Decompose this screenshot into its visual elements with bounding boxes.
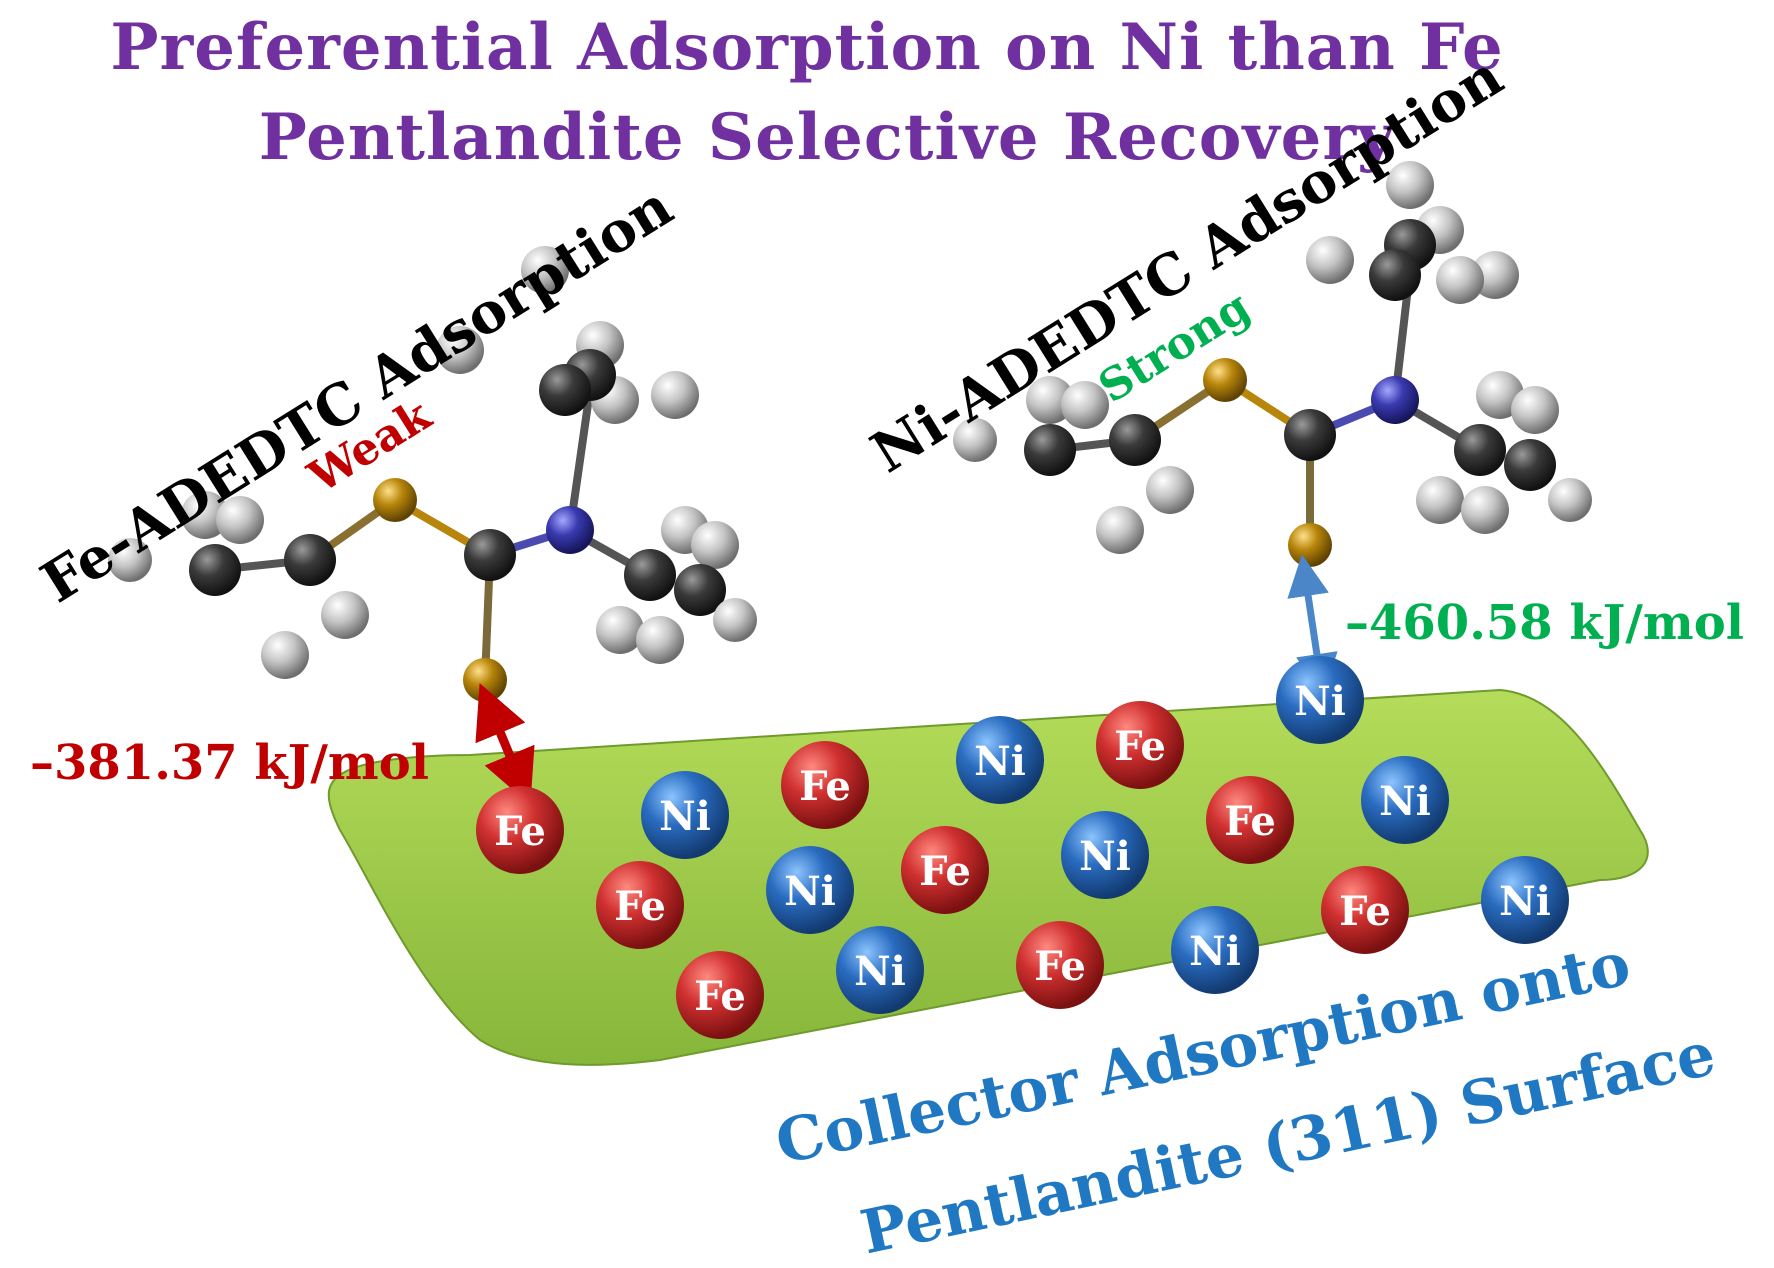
fe-atom-label: Fe — [694, 973, 746, 1020]
carbon-atom — [1109, 414, 1161, 466]
carbon-atom — [1284, 409, 1336, 461]
ni-surface-atom — [1361, 756, 1449, 844]
carbon-atom — [624, 549, 676, 601]
hydrogen-atom — [1511, 386, 1559, 434]
fe-surface-atom — [596, 861, 684, 949]
ni-atom-label: Ni — [1079, 833, 1131, 880]
hydrogen-atom — [261, 631, 309, 679]
sulfur-atom — [373, 478, 417, 522]
hydrogen-atom — [1461, 486, 1509, 534]
ni-atom-label: Ni — [659, 793, 711, 840]
hydrogen-atom — [953, 418, 997, 462]
nitrogen-atom — [546, 506, 594, 554]
carbon-atom — [1504, 439, 1556, 491]
fe-atom-label: Fe — [799, 763, 851, 810]
fe-atom-label: Fe — [919, 848, 971, 895]
hydrogen-atom — [1548, 478, 1592, 522]
fe-atom-label: Fe — [614, 883, 666, 930]
carbon-atom — [539, 364, 591, 416]
fe-atom-label: Fe — [494, 808, 546, 855]
ni-surface-atom — [1276, 656, 1364, 744]
hydrogen-atom — [1026, 376, 1074, 424]
carbon-atom — [674, 564, 726, 616]
fe-adsorption-arrow — [475, 683, 535, 805]
ni-adsorption-energy: –460.58 kJ/mol — [1345, 595, 1744, 651]
ni-surface-atom — [1061, 811, 1149, 899]
fe-adsorption-energy: –381.37 kJ/mol — [30, 735, 429, 791]
fe-atom-label: Fe — [1224, 798, 1276, 845]
fe-surface-atom — [676, 951, 764, 1039]
ni-atom-label: Ni — [1379, 778, 1431, 825]
carbon-atom — [464, 529, 516, 581]
hydrogen-atom — [216, 496, 264, 544]
sulfur-atom — [463, 658, 507, 702]
hydrogen-atom — [1061, 381, 1109, 429]
hydrogen-atom — [1096, 506, 1144, 554]
fe-surface-atom — [781, 741, 869, 829]
hydrogen-atom — [108, 538, 152, 582]
hydrogen-atom — [1146, 466, 1194, 514]
sulfur-atom — [1203, 358, 1247, 402]
ni-surface-atom — [641, 771, 729, 859]
hydrogen-atom — [321, 591, 369, 639]
ni-surface-atom — [1481, 856, 1569, 944]
title-line-1: Preferential Adsorption on Ni than Fe — [110, 10, 1504, 85]
fe-surface-atom — [901, 826, 989, 914]
fe-atom-label: Fe — [1114, 723, 1166, 770]
carbon-atom — [1024, 424, 1076, 476]
hydrogen-atom — [1436, 256, 1484, 304]
fe-atom-label: Fe — [1339, 888, 1391, 935]
ni-atom-label: Ni — [854, 948, 906, 995]
hydrogen-atom — [713, 598, 757, 642]
sulfur-atom — [1288, 523, 1332, 567]
fe-adedtc-molecule — [108, 246, 757, 702]
hydrogen-atom — [596, 606, 644, 654]
ni-atom-label: Ni — [1294, 678, 1346, 725]
fe-atom-label: Fe — [1034, 943, 1086, 990]
hydrogen-atom — [636, 616, 684, 664]
nitrogen-atom — [1371, 376, 1419, 424]
ni-atom-label: Ni — [974, 738, 1026, 785]
title-line-2: Pentlandite Selective Recovery — [258, 100, 1396, 175]
fe-surface-atom — [1096, 701, 1184, 789]
ni-atom-label: Ni — [1189, 928, 1241, 975]
hydrogen-atom — [651, 371, 699, 419]
ni-surface-atom — [1171, 906, 1259, 994]
carbon-atom — [189, 544, 241, 596]
hydrogen-atom — [521, 246, 569, 294]
hydrogen-atom — [1471, 251, 1519, 299]
hydrogen-atom — [436, 326, 484, 374]
hydrogen-atom — [1386, 161, 1434, 209]
ni-atom-label: Ni — [784, 868, 836, 915]
hydrogen-atom — [1416, 476, 1464, 524]
ni-surface-atom — [836, 926, 924, 1014]
hydrogen-atom — [181, 491, 229, 539]
fe-surface-atom — [1016, 921, 1104, 1009]
carbon-atom — [1369, 249, 1421, 301]
hydrogen-atom — [691, 521, 739, 569]
ni-surface-atom — [766, 846, 854, 934]
fe-surface-atom — [1321, 866, 1409, 954]
ni-atom-label: Ni — [1499, 878, 1551, 925]
fe-surface-atom — [476, 786, 564, 874]
hydrogen-atom — [1306, 236, 1354, 284]
carbon-atom — [1454, 424, 1506, 476]
ni-surface-atom — [956, 716, 1044, 804]
carbon-atom — [284, 534, 336, 586]
fe-surface-atom — [1206, 776, 1294, 864]
